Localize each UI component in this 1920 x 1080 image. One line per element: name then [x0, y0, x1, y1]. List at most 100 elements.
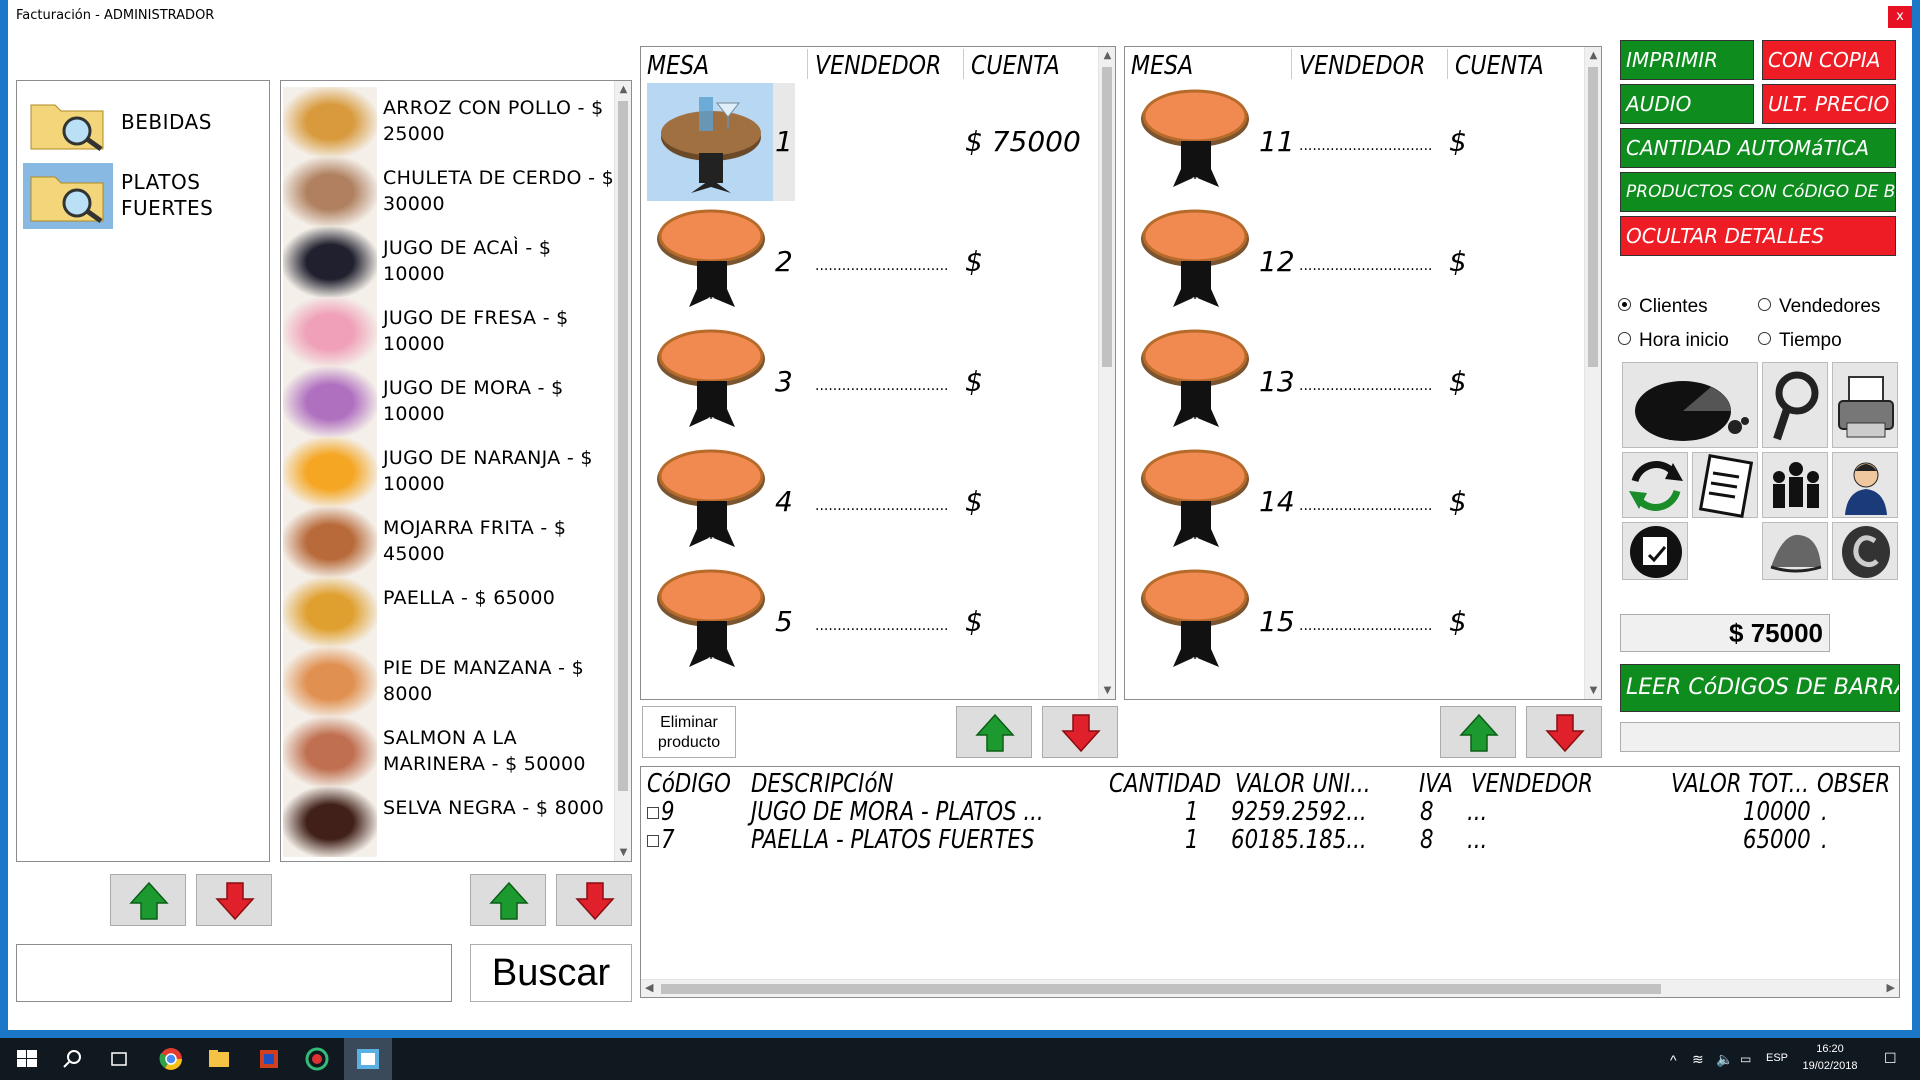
tables-left-up-button[interactable]	[956, 706, 1032, 758]
network-icon[interactable]: ≋	[1692, 1051, 1704, 1067]
product-item[interactable]: SALMON A LA MARINERA - $ 50000	[283, 717, 613, 787]
table-row[interactable]: 3..............................$	[647, 323, 1087, 441]
tables-right-down-button[interactable]	[1526, 706, 1602, 758]
row-checkbox[interactable]	[647, 835, 659, 847]
product-item[interactable]: JUGO DE MORA - $ 10000	[283, 367, 613, 437]
scroll-down-icon[interactable]: ▼	[619, 847, 628, 858]
category-down-button[interactable]	[196, 874, 272, 926]
approved-icon[interactable]	[1622, 522, 1688, 580]
ocultar-detalles-button[interactable]: OCULTAR DETALLES	[1620, 216, 1896, 256]
table-row[interactable]: 14..............................$	[1131, 443, 1571, 561]
product-up-button[interactable]	[470, 874, 546, 926]
radio-tiempo[interactable]: Tiempo	[1758, 330, 1842, 352]
product-item[interactable]: JUGO DE ACAÌ - $ 10000	[283, 227, 613, 297]
barcode-input[interactable]	[1620, 722, 1900, 752]
clock-date[interactable]: 19/02/2018	[1802, 1060, 1858, 1072]
detail-column-header[interactable]: OBSER	[1817, 769, 1891, 799]
product-item[interactable]: JUGO DE FRESA - $ 10000	[283, 297, 613, 367]
category-up-button[interactable]	[110, 874, 186, 926]
radio-hora-inicio[interactable]: Hora inicio	[1618, 330, 1729, 352]
scroll-right-icon[interactable]: ▶	[1886, 981, 1895, 994]
row-checkbox[interactable]	[647, 807, 659, 819]
imprimir-button[interactable]: IMPRIMIR	[1620, 40, 1754, 80]
scroll-thumb[interactable]	[618, 101, 628, 791]
table-row[interactable]: 4..............................$	[647, 443, 1087, 561]
refresh-icon[interactable]	[1622, 452, 1688, 518]
product-item[interactable]: CHULETA DE CERDO - $ 30000	[283, 157, 614, 227]
scroll-down-icon[interactable]: ▼	[1589, 685, 1598, 696]
file-explorer-icon[interactable]	[204, 1044, 234, 1074]
volume-icon[interactable]: 🔈	[1716, 1051, 1734, 1067]
tables-right-up-button[interactable]	[1440, 706, 1516, 758]
tables-right-scrollbar[interactable]: ▲ ▼	[1584, 47, 1601, 699]
cap-icon[interactable]	[1762, 522, 1828, 580]
detail-column-header[interactable]: VALOR TOT...	[1671, 769, 1809, 799]
detail-column-header[interactable]: VENDEDOR	[1471, 769, 1593, 799]
product-item[interactable]: ARROZ CON POLLO - $ 25000	[283, 87, 613, 157]
detail-column-header[interactable]: VALOR UNI...	[1235, 769, 1371, 799]
pie-chart-icon[interactable]	[1622, 362, 1758, 448]
radio-clientes[interactable]: Clientes	[1618, 296, 1708, 318]
cantidad-automatica-button[interactable]: CANTIDAD AUTOMáTICA	[1620, 128, 1896, 168]
scroll-up-icon[interactable]: ▲	[619, 84, 628, 95]
search-input[interactable]	[16, 944, 452, 1002]
detail-hscrollbar[interactable]: ◀ ▶	[641, 979, 1899, 997]
detail-column-header[interactable]: IVA	[1419, 769, 1454, 799]
category-item[interactable]: BEBIDAS	[21, 89, 271, 159]
tables-left-down-button[interactable]	[1042, 706, 1118, 758]
document-icon[interactable]	[1692, 452, 1758, 518]
scroll-up-icon[interactable]: ▲	[1103, 50, 1112, 61]
scroll-up-icon[interactable]: ▲	[1589, 50, 1598, 61]
task-view-icon[interactable]	[104, 1044, 134, 1074]
chrome-icon[interactable]	[156, 1044, 186, 1074]
table-row[interactable]: 2..............................$	[647, 203, 1087, 321]
product-item[interactable]: PAELLA - $ 65000	[283, 577, 613, 647]
table-row[interactable]: 15..............................$	[1131, 563, 1571, 681]
coin-icon[interactable]	[1832, 522, 1898, 580]
detail-column-header[interactable]: DESCRIPCIóN	[751, 769, 894, 799]
product-item[interactable]: MOJARRA FRITA - $ 45000	[283, 507, 613, 577]
table-row[interactable]: 13..............................$	[1131, 323, 1571, 441]
tray-chevron-icon[interactable]: ^	[1670, 1052, 1677, 1068]
product-item[interactable]: SELVA NEGRA - $ 8000	[283, 787, 613, 857]
scroll-down-icon[interactable]: ▼	[1103, 685, 1112, 696]
search-button[interactable]: Buscar	[470, 944, 632, 1002]
clock-time[interactable]: 16:20	[1816, 1043, 1844, 1055]
audio-button[interactable]: AUDIO	[1620, 84, 1754, 124]
battery-icon[interactable]: ▭	[1740, 1052, 1752, 1066]
magnifier-icon[interactable]	[1762, 362, 1828, 448]
table-row[interactable]: 1$ 75000	[647, 83, 1087, 201]
scroll-thumb[interactable]	[1588, 67, 1598, 367]
notification-icon[interactable]: ☐	[1884, 1050, 1897, 1066]
category-item[interactable]: PLATOS FUERTES	[21, 161, 271, 231]
eliminar-producto-button[interactable]: Eliminar producto	[642, 706, 736, 758]
search-icon[interactable]	[58, 1044, 88, 1074]
scroll-thumb[interactable]	[661, 984, 1661, 994]
product-down-button[interactable]	[556, 874, 632, 926]
agent-icon[interactable]	[1832, 452, 1898, 518]
scroll-left-icon[interactable]: ◀	[645, 981, 654, 994]
radio-dot[interactable]	[1618, 332, 1631, 346]
radio-dot[interactable]	[1618, 298, 1631, 312]
tables-left-scrollbar[interactable]: ▲ ▼	[1098, 47, 1115, 699]
printer-icon[interactable]	[1832, 362, 1898, 448]
ult-precio-button[interactable]: ULT. PRECIO	[1762, 84, 1896, 124]
radio-dot[interactable]	[1758, 332, 1771, 346]
app-icon[interactable]	[302, 1044, 332, 1074]
group-icon[interactable]	[1762, 452, 1828, 518]
product-item[interactable]: PIE DE MANZANA - $ 8000	[283, 647, 613, 717]
radio-dot[interactable]	[1758, 298, 1771, 312]
productos-codigo-barras-button[interactable]: PRODUCTOS CON CóDIGO DE BARRAS	[1620, 172, 1896, 212]
leer-codigos-barras-button[interactable]: LEER CóDIGOS DE BARRAS	[1620, 664, 1900, 712]
language-indicator[interactable]: ESP	[1766, 1052, 1789, 1064]
close-button[interactable]: x	[1888, 6, 1912, 28]
windows-start-icon[interactable]	[12, 1044, 42, 1074]
active-app-tab[interactable]	[344, 1038, 392, 1080]
app-icon[interactable]	[254, 1044, 284, 1074]
product-scrollbar[interactable]: ▲ ▼	[614, 81, 631, 861]
radio-vendedores[interactable]: Vendedores	[1758, 296, 1880, 318]
table-row[interactable]: 11..............................$	[1131, 83, 1571, 201]
scroll-thumb[interactable]	[1102, 67, 1112, 367]
detail-column-header[interactable]: CANTIDAD	[1109, 769, 1222, 799]
table-row[interactable]: 12..............................$	[1131, 203, 1571, 321]
